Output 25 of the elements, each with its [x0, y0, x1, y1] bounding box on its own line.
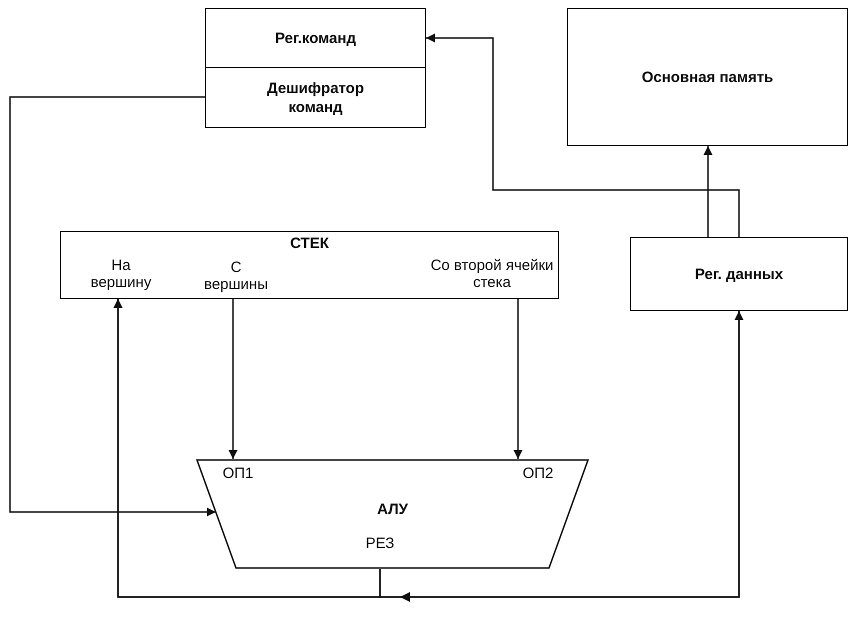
register-box — [205, 8, 426, 69]
node-title: Основная память — [642, 68, 774, 86]
port-label: На вершину — [79, 257, 163, 297]
register-box — [630, 237, 848, 311]
memory-box — [567, 8, 848, 146]
arrow — [704, 146, 712, 237]
port-label: Со второй ячейки стека — [429, 257, 555, 297]
alu-trapezoid — [196, 459, 589, 569]
arrow — [228, 299, 238, 459]
arrow — [9, 96, 216, 516]
node-title: СТЕК — [290, 234, 329, 253]
port-label: ОП1 — [213, 465, 263, 487]
arrow — [426, 34, 740, 237]
arrow — [379, 311, 744, 598]
stack-box — [60, 231, 559, 299]
node-title: Рег.команд — [275, 29, 356, 48]
arrow — [114, 299, 740, 602]
decoder-box — [205, 67, 426, 128]
port-label: РЕЗ — [355, 535, 405, 557]
node-title: АЛУ — [377, 500, 408, 518]
port-label: ОП2 — [513, 465, 563, 487]
node-title: Дешифратор команд — [266, 78, 366, 116]
node-title: Рег. данных — [694, 264, 784, 284]
arrow — [514, 299, 522, 459]
port-label: С вершины — [199, 259, 273, 299]
